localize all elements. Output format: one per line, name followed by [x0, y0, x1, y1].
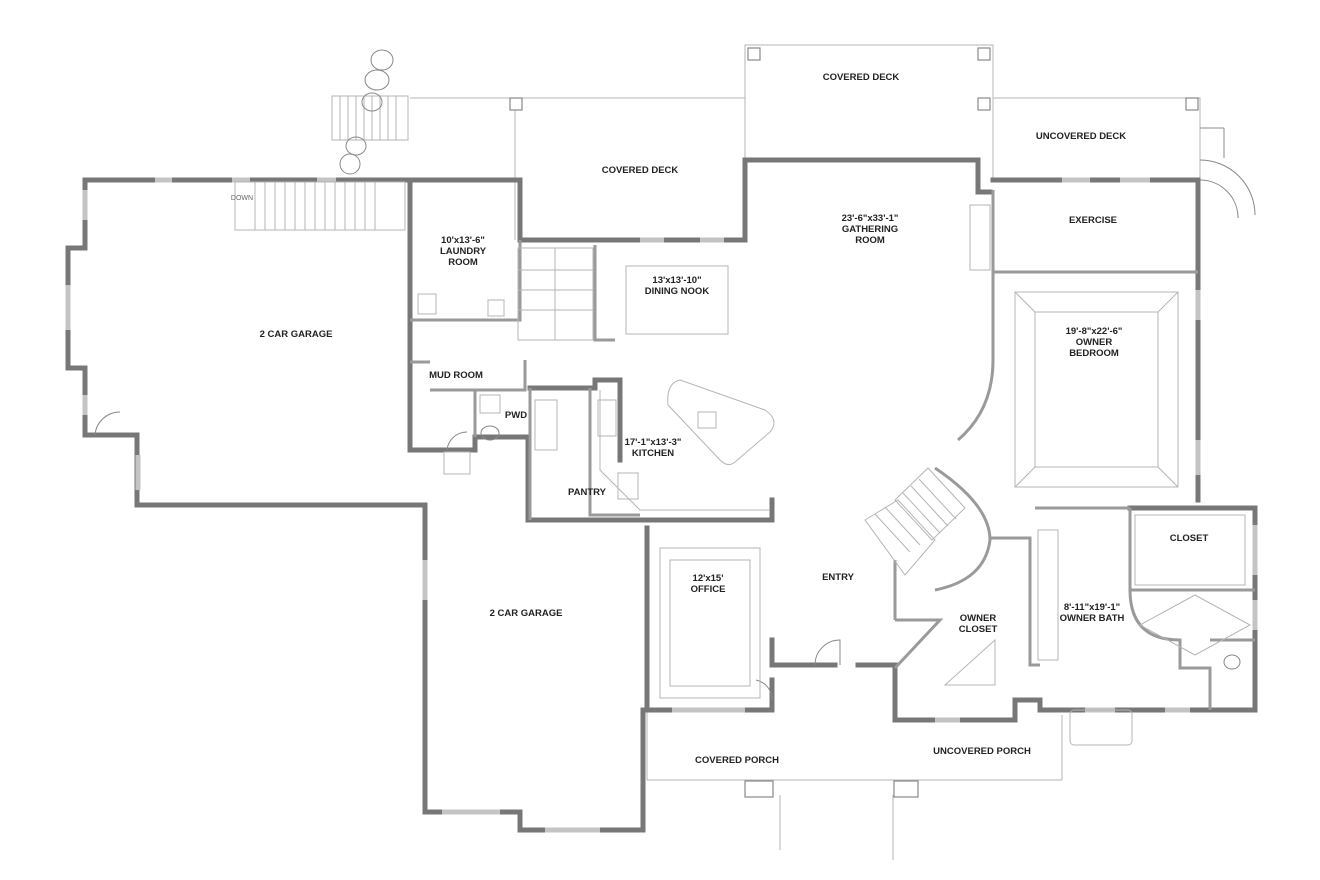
label-office-name: OFFICE [691, 584, 726, 595]
label-garage-bottom: 2 CAR GARAGE [490, 608, 563, 619]
label-gathering-dims: 23'-6"x33'-1" [842, 213, 899, 224]
label-owner-bedroom-dims: 19'-8"x22'-6" [1066, 326, 1123, 337]
exterior-stair-treads [339, 96, 397, 140]
label-gathering-l2: ROOM [855, 235, 885, 246]
deck-posts [509, 47, 1199, 798]
label-owner-closet-l2: CLOSET [959, 624, 998, 635]
label-pwd: PWD [505, 410, 527, 421]
spiral-stair [1199, 127, 1256, 219]
label-owner-bath-dims: 8'-11"x19'-1" [1064, 602, 1120, 613]
label-entry: ENTRY [822, 572, 855, 583]
label-exercise: EXERCISE [1069, 215, 1117, 226]
boulders [339, 49, 394, 175]
label-uncovered-deck: UNCOVERED DECK [1036, 131, 1126, 142]
label-owner-bedroom-l1: OWNER [1076, 337, 1113, 348]
label-owner-bath-name: OWNER BATH [1060, 613, 1125, 624]
deck-outlines [331, 44, 1256, 860]
main-stair [864, 467, 966, 576]
label-closet: CLOSET [1170, 533, 1209, 544]
exterior-walls [65, 157, 1258, 833]
label-laundry-l2: ROOM [448, 257, 478, 268]
interior-walls [410, 190, 1255, 710]
label-laundry-dims: 10'x13'-6" [441, 235, 485, 246]
label-owner-closet-l1: OWNER [960, 613, 997, 624]
label-stair-down: DOWN [231, 195, 253, 202]
label-kitchen-name: KITCHEN [632, 448, 674, 459]
label-kitchen-dims: 17'-1"x13'-3" [625, 437, 682, 448]
label-covered-porch: COVERED PORCH [695, 755, 779, 766]
label-covered-deck-top: COVERED DECK [823, 72, 900, 83]
label-dining-dims: 13'x13'-10" [652, 275, 701, 286]
label-uncovered-porch: UNCOVERED PORCH [933, 746, 1031, 757]
label-owner-bedroom-l2: BEDROOM [1069, 348, 1119, 359]
label-office-dims: 12'x15' [693, 573, 724, 584]
room-labels: COVERED DECK COVERED DECK UNCOVERED DECK… [231, 72, 1209, 766]
label-pantry: PANTRY [568, 487, 607, 498]
label-gathering-l1: GATHERING [842, 224, 898, 235]
label-covered-deck-left: COVERED DECK [602, 165, 679, 176]
label-garage-top: 2 CAR GARAGE [260, 329, 333, 340]
label-mud-room: MUD ROOM [429, 370, 483, 381]
doors-and-fixtures [94, 181, 1252, 746]
label-laundry-l1: LAUNDRY [440, 246, 487, 257]
label-dining-name: DINING NOOK [645, 286, 710, 297]
